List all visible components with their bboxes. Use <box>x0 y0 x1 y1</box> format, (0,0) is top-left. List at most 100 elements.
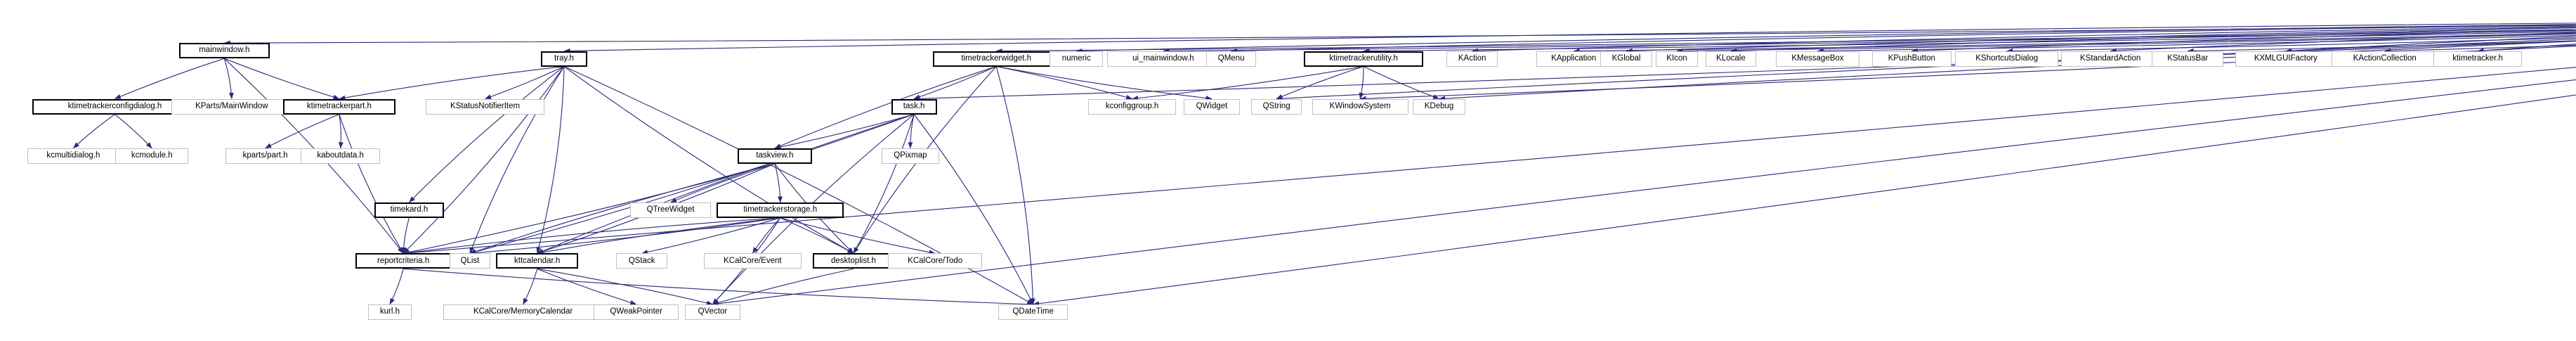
graph-node-KGlobal[interactable]: KGlobal <box>1600 51 1653 67</box>
graph-node-label: kparts/part.h <box>242 151 288 160</box>
graph-node-ktimetrackerpart-h[interactable]: ktimetrackerpart.h <box>283 98 395 115</box>
graph-node-KWindowSystem[interactable]: KWindowSystem <box>1312 98 1408 115</box>
graph-node-label: taskview.h <box>756 151 794 160</box>
graph-edge <box>469 66 565 254</box>
graph-node-kparts-part-h[interactable]: kparts/part.h <box>225 148 306 164</box>
graph-node-kconfiggroup-h[interactable]: kconfiggroup.h <box>1087 98 1177 115</box>
graph-node-KAction[interactable]: KAction <box>1446 51 1498 67</box>
graph-node-label: ktimetrackerconfigdialog.h <box>67 101 162 110</box>
graph-node-kurl-h[interactable]: kurl.h <box>367 304 412 320</box>
graph-edge <box>403 217 780 255</box>
graph-edge <box>339 114 404 254</box>
graph-node-KXMLGUIFactory[interactable]: KXMLGUIFactory <box>2235 51 2336 67</box>
graph-node-label: QVector <box>698 307 728 316</box>
graph-node-KLocale[interactable]: KLocale <box>1705 51 1756 67</box>
graph-node-label: KCalCore/Event <box>724 256 782 265</box>
graph-node-reportcriteria-h[interactable]: reportcriteria.h <box>355 253 452 269</box>
graph-node-taskview-h[interactable]: taskview.h <box>737 148 812 164</box>
graph-edge <box>2384 44 2576 53</box>
graph-edge <box>2285 36 2576 53</box>
graph-node-label: task.h <box>903 101 925 110</box>
graph-node-KCalCore-Event[interactable]: KCalCore/Event <box>704 253 802 269</box>
graph-node-KIcon[interactable]: KIcon <box>1656 51 1698 67</box>
graph-node-QList[interactable]: QList <box>450 253 490 269</box>
graph-node-KActionCollection[interactable]: KActionCollection <box>2331 51 2439 67</box>
graph-node-kcmultidialog-h[interactable]: kcmultidialog.h <box>27 148 120 164</box>
graph-node-label: KPushButton <box>1888 53 1935 63</box>
graph-edge <box>115 58 225 100</box>
graph-edge <box>537 268 637 305</box>
graph-node-QPixmap[interactable]: QPixmap <box>881 148 939 164</box>
graph-edge <box>780 217 854 254</box>
graph-node-label: KAction <box>1458 53 1486 63</box>
graph-node-label: reportcriteria.h <box>377 256 430 265</box>
graph-node-label: QWeakPointer <box>610 307 662 316</box>
graph-node-QTreeWidget[interactable]: QTreeWidget <box>630 202 711 218</box>
graph-edge <box>338 114 344 149</box>
graph-node-desktoplist-h[interactable]: desktoplist.h <box>813 253 894 269</box>
graph-edge <box>996 65 1133 100</box>
graph-edge <box>224 58 340 100</box>
graph-node-ktimetrackerutility-h[interactable]: ktimetrackerutility.h <box>1304 51 1423 67</box>
graph-node-KMessageBox[interactable]: KMessageBox <box>1776 51 1859 67</box>
graph-node-KStatusNotifierItem[interactable]: KStatusNotifierItem <box>425 98 545 115</box>
graph-node-QMenu[interactable]: QMenu <box>1206 51 1256 67</box>
graph-edge <box>223 58 234 100</box>
graph-edge <box>1472 25 2576 53</box>
graph-node-label: KStandardAction <box>2080 53 2141 63</box>
graph-node-QString[interactable]: QString <box>1251 98 1302 115</box>
graph-node-KStatusBar[interactable]: KStatusBar <box>2152 51 2224 67</box>
graph-edge <box>73 114 115 149</box>
graph-edge <box>339 65 565 101</box>
graph-edge <box>1817 34 2576 53</box>
graph-node-label: KLocale <box>1716 53 1746 63</box>
graph-node-label: KStatusNotifierItem <box>450 101 521 110</box>
graph-node-mainwindow-h[interactable]: mainwindow.h <box>179 43 270 59</box>
graph-node-numeric[interactable]: numeric <box>1050 51 1104 67</box>
graph-node-timekard-h[interactable]: timekard.h <box>374 202 444 218</box>
graph-edge <box>1075 24 2576 53</box>
graph-node-QVector[interactable]: QVector <box>684 304 740 320</box>
graph-node-kaboutdata-h[interactable]: kaboutdata.h <box>301 148 381 164</box>
graph-node-kcmodule-h[interactable]: kcmodule.h <box>115 148 189 164</box>
graph-node-label: QMenu <box>1217 53 1245 63</box>
graph-node-KShortcutsDialog[interactable]: KShortcutsDialog <box>1955 51 2059 67</box>
graph-edge <box>1626 26 2576 53</box>
graph-node-QDateTime[interactable]: QDateTime <box>998 304 1068 320</box>
graph-node-QWidget[interactable]: QWidget <box>1184 98 1240 115</box>
graph-node-label: QPixmap <box>894 151 927 160</box>
graph-node-QStack[interactable]: QStack <box>615 253 668 269</box>
graph-node-tray-h[interactable]: tray.h <box>540 51 588 67</box>
graph-node-label: KApplication <box>1551 53 1597 63</box>
graph-node-QWeakPointer[interactable]: QWeakPointer <box>594 304 679 320</box>
graph-edge <box>2110 32 2576 53</box>
graph-edge <box>469 113 915 255</box>
graph-edge <box>485 66 565 100</box>
graph-node-label: kaboutdata.h <box>317 151 364 160</box>
graph-node-KPushButton[interactable]: KPushButton <box>1871 51 1951 67</box>
graph-edge <box>536 66 565 254</box>
graph-edge <box>1231 24 2576 53</box>
graph-node-KParts-MainWindow[interactable]: KParts/MainWindow <box>171 98 292 115</box>
graph-edge <box>995 29 2576 53</box>
graph-node-ktimetracker-h[interactable]: ktimetracker.h <box>2433 51 2522 67</box>
graph-node-timetrackerwidget-h[interactable]: timetrackerwidget.h <box>932 51 1060 67</box>
graph-edge <box>2006 37 2576 53</box>
graph-node-KStandardAction[interactable]: KStandardAction <box>2060 51 2160 67</box>
graph-edge <box>403 268 1034 307</box>
graph-edge <box>1730 27 2576 53</box>
graph-node-label: ktimetrackerutility.h <box>1329 53 1398 63</box>
graph-edge <box>752 217 781 254</box>
graph-node-task-h[interactable]: task.h <box>891 98 937 115</box>
graph-node-ui-mainwindow-h[interactable]: ui_mainwindow.h <box>1107 51 1220 67</box>
graph-node-kttcalendar-h[interactable]: kttcalendar.h <box>496 253 579 269</box>
graph-node-label: KWindowSystem <box>1329 101 1391 110</box>
graph-node-KCalCore-Todo[interactable]: KCalCore/Todo <box>888 253 983 269</box>
graph-node-KDebug[interactable]: KDebug <box>1413 98 1465 115</box>
graph-node-label: KGlobal <box>1611 53 1641 63</box>
graph-node-ktimetrackerconfigdialog-h[interactable]: ktimetrackerconfigdialog.h <box>32 98 198 115</box>
graph-node-label: kcmultidialog.h <box>46 151 100 160</box>
graph-edge <box>774 113 915 150</box>
graph-node-timetrackerstorage-h[interactable]: timetrackerstorage.h <box>717 202 844 218</box>
graph-node-KCalCore-MemoryCalendar[interactable]: KCalCore/MemoryCalendar <box>443 304 603 320</box>
